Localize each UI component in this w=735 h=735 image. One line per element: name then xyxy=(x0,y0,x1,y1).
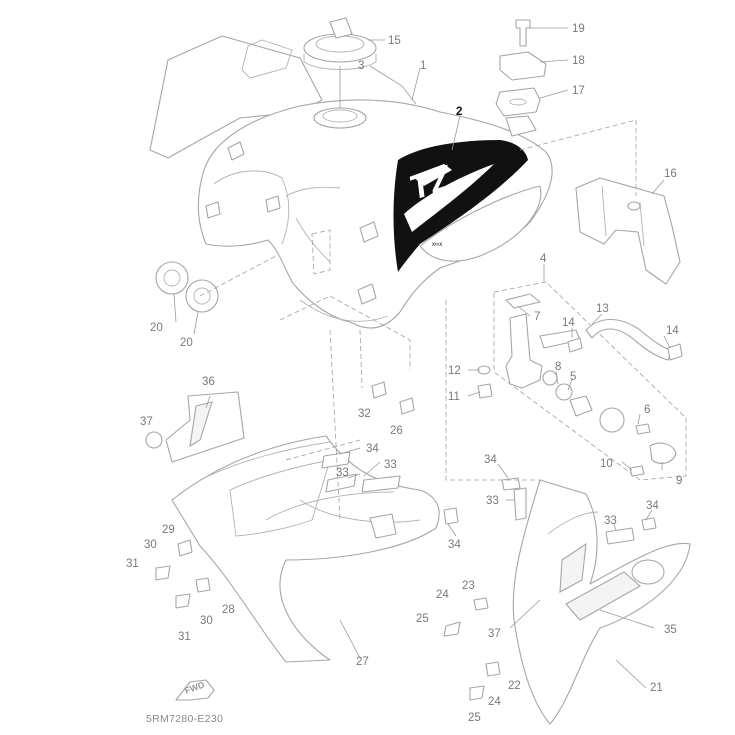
callout-34d: 34 xyxy=(646,500,659,512)
callout-23: 23 xyxy=(462,580,475,592)
callout-37b: 37 xyxy=(488,628,501,640)
callout-20a: 20 xyxy=(150,322,163,334)
callout-26: 26 xyxy=(390,425,403,437)
callout-12: 12 xyxy=(448,365,461,377)
callout-33c: 33 xyxy=(486,495,499,507)
leader-lines xyxy=(173,27,671,689)
callout-34b: 34 xyxy=(484,454,497,466)
callout-13: 13 xyxy=(596,303,609,315)
callout-14b: 14 xyxy=(666,325,679,337)
callout-34a: 34 xyxy=(366,443,379,455)
fuel-hose-13 xyxy=(585,319,673,361)
callout-25b: 25 xyxy=(468,712,481,724)
callout-31b: 31 xyxy=(178,631,191,643)
callout-16: 16 xyxy=(664,168,677,180)
callout-31a: 31 xyxy=(126,558,139,570)
callout-24b: 24 xyxy=(488,696,501,708)
callout-30b: 30 xyxy=(200,615,213,627)
callout-20b: 20 xyxy=(180,337,193,349)
bolt-19 xyxy=(515,19,531,47)
diagram-code: 5RM7280-E230 xyxy=(146,713,223,725)
fuel-cock-body xyxy=(505,313,543,389)
callout-25a: 25 xyxy=(416,613,429,625)
callout-22: 22 xyxy=(508,680,521,692)
damper-20a xyxy=(155,261,189,295)
callout-27: 27 xyxy=(356,656,369,668)
callout-32: 32 xyxy=(358,408,371,420)
front-cowl-27 xyxy=(171,435,440,663)
callout-33b: 33 xyxy=(384,459,397,471)
callout-9: 9 xyxy=(676,475,682,487)
callout-1: 1 xyxy=(420,60,426,72)
callout-34c: 34 xyxy=(448,539,461,551)
fuel-cap xyxy=(303,17,377,70)
damper-20b xyxy=(185,279,219,313)
fuel-tank-assembly: TZ Gerrwise x∞x xyxy=(149,17,681,329)
callout-3: 3 xyxy=(358,60,364,72)
callout-19: 19 xyxy=(572,23,585,35)
collar-18 xyxy=(499,51,547,81)
callout-24a: 24 xyxy=(436,589,449,601)
callout-numbers: 1 2 3 4 5 6 7 8 9 10 11 12 13 14 14 15 1… xyxy=(126,23,682,724)
decal-small-text: x∞x xyxy=(432,242,442,248)
side-bracket xyxy=(575,177,681,285)
callout-8: 8 xyxy=(555,361,561,373)
rubber-damper-17 xyxy=(495,87,541,117)
callout-28: 28 xyxy=(222,604,235,616)
callout-2: 2 xyxy=(456,106,462,118)
guide-lines xyxy=(199,119,637,521)
callout-30a: 30 xyxy=(144,539,157,551)
tank-decal: TZ Gerrwise x∞x xyxy=(393,140,542,272)
callout-4: 4 xyxy=(540,253,547,265)
callout-10: 10 xyxy=(600,458,613,470)
callout-15: 15 xyxy=(388,35,401,47)
callout-7: 7 xyxy=(534,311,540,323)
callout-33a: 33 xyxy=(336,467,349,479)
fuel-cock-assembly xyxy=(477,281,687,481)
callout-14a: 14 xyxy=(562,317,575,329)
fuel-cock-gasket-7 xyxy=(505,293,541,309)
callout-6: 6 xyxy=(644,404,650,416)
side-decal-36 xyxy=(165,391,245,463)
callout-17: 17 xyxy=(572,85,585,97)
callout-5: 5 xyxy=(570,371,576,383)
callout-36: 36 xyxy=(202,376,215,388)
callout-29: 29 xyxy=(162,524,175,536)
callout-33d: 33 xyxy=(604,515,617,527)
fwd-arrow xyxy=(175,679,215,701)
callout-11: 11 xyxy=(448,391,460,403)
callout-18: 18 xyxy=(572,55,585,67)
callout-37a: 37 xyxy=(140,416,153,428)
side-cover-assembly: FWD xyxy=(145,381,691,725)
callout-35: 35 xyxy=(664,624,677,636)
callout-21: 21 xyxy=(650,682,663,694)
